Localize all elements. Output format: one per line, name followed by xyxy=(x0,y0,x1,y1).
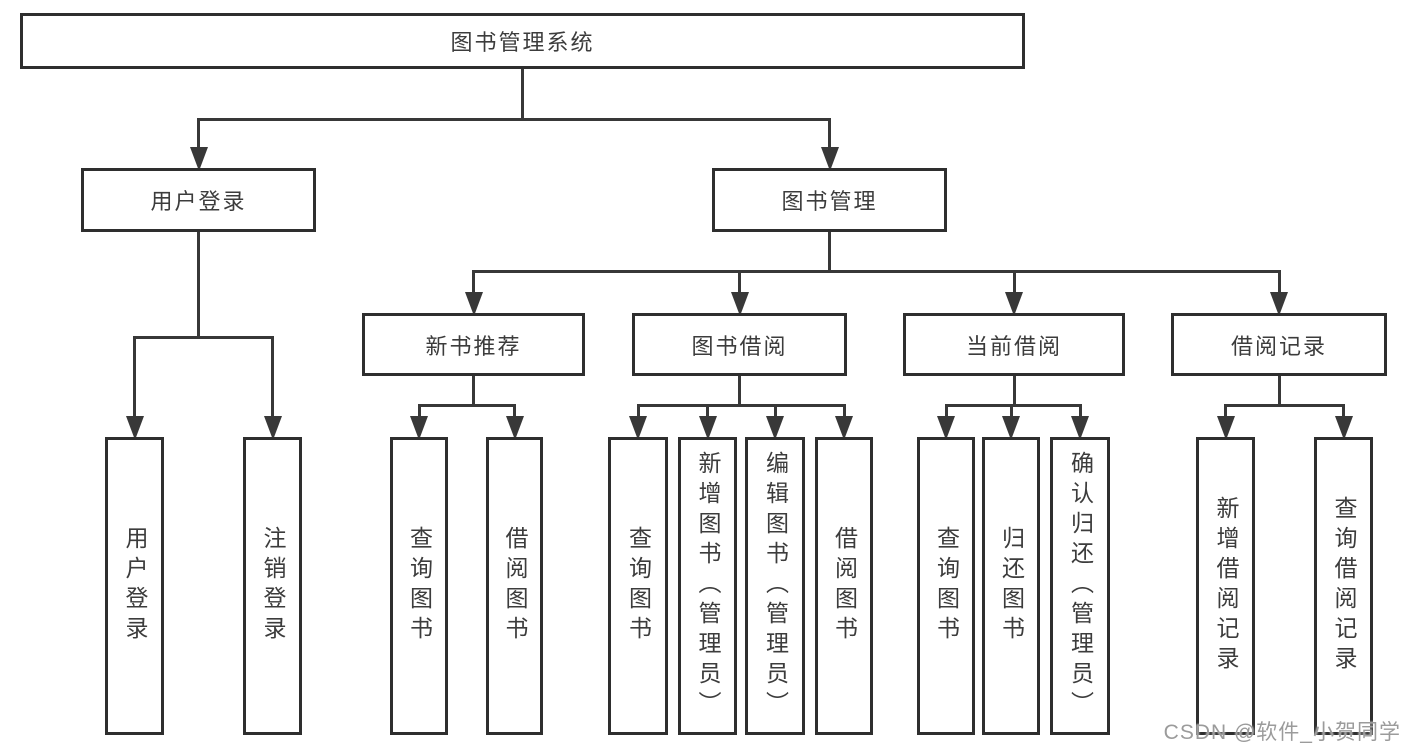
node-label-leaf-query-record: 查询借阅记录 xyxy=(1331,496,1357,676)
connector-line xyxy=(828,232,831,273)
connector-line xyxy=(133,336,274,339)
node-label-new-book-recommend: 新书推荐 xyxy=(425,333,522,359)
connector-line xyxy=(1224,404,1345,407)
node-library-system: 图书管理系统 xyxy=(20,13,1025,69)
arrowhead-down-icon xyxy=(1270,292,1288,316)
connector-line xyxy=(944,404,1082,407)
node-label-leaf-confirm-return: 确认归还（管理员） xyxy=(1067,451,1094,721)
arrowhead-down-icon xyxy=(820,147,839,171)
arrowhead-down-icon xyxy=(1071,416,1089,440)
node-leaf-query-record: 查询借阅记录 xyxy=(1314,437,1373,735)
node-leaf-query-books-c: 查询图书 xyxy=(917,437,975,735)
node-label-leaf-borrow-books-b: 借阅图书 xyxy=(831,526,858,646)
node-label-user-login: 用户登录 xyxy=(150,189,247,214)
node-label-book-borrowing: 图书借阅 xyxy=(691,333,788,359)
arrowhead-down-icon xyxy=(766,416,784,440)
node-label-library-system: 图书管理系统 xyxy=(450,30,595,55)
arrowhead-down-icon xyxy=(263,416,282,440)
connector-line xyxy=(197,118,831,121)
arrowhead-down-icon xyxy=(1334,416,1353,440)
connector-line xyxy=(197,118,200,160)
node-leaf-return-books: 归还图书 xyxy=(982,437,1040,735)
node-new-book-recommend: 新书推荐 xyxy=(362,313,585,376)
connector-line xyxy=(197,232,200,339)
node-leaf-edit-books: 编辑图书（管理员） xyxy=(745,437,805,735)
arrowhead-down-icon xyxy=(730,292,749,316)
arrowhead-down-icon xyxy=(835,416,853,440)
arrowhead-down-icon xyxy=(629,416,647,440)
node-leaf-borrow-books-b: 借阅图书 xyxy=(815,437,873,735)
node-leaf-confirm-return: 确认归还（管理员） xyxy=(1050,437,1110,735)
node-leaf-add-books: 新增图书（管理员） xyxy=(678,437,737,735)
node-current-borrowing: 当前借阅 xyxy=(903,313,1125,376)
node-label-leaf-query-books-c: 查询图书 xyxy=(933,526,960,646)
connector-line xyxy=(521,69,524,121)
node-label-current-borrowing: 当前借阅 xyxy=(965,333,1062,359)
connector-line xyxy=(1012,270,1016,305)
node-borrowing-records: 借阅记录 xyxy=(1171,313,1387,376)
connector-line xyxy=(1277,270,1281,305)
node-leaf-borrow-books-a: 借阅图书 xyxy=(486,437,543,735)
connector-line xyxy=(472,270,475,305)
arrowhead-down-icon xyxy=(189,147,208,171)
arrowhead-down-icon xyxy=(505,416,524,440)
node-label-book-management: 图书管理 xyxy=(781,189,878,214)
connector-line xyxy=(1277,376,1281,407)
arrowhead-down-icon xyxy=(125,416,144,440)
node-label-leaf-return-books: 归还图书 xyxy=(998,526,1025,646)
node-label-leaf-edit-books: 编辑图书（管理员） xyxy=(762,451,789,721)
connector-line xyxy=(472,376,475,407)
node-leaf-query-books-b: 查询图书 xyxy=(608,437,668,735)
node-label-borrowing-records: 借阅记录 xyxy=(1230,333,1327,359)
node-user-login: 用户登录 xyxy=(81,168,316,232)
connector-line xyxy=(828,118,831,160)
watermark: CSDN @软件_小贺同学 xyxy=(1163,721,1401,744)
node-leaf-logout: 注销登录 xyxy=(243,437,302,735)
node-label-leaf-query-books-a: 查询图书 xyxy=(406,526,433,646)
node-label-leaf-query-books-b: 查询图书 xyxy=(625,526,652,646)
arrowhead-down-icon xyxy=(1005,292,1023,316)
node-label-leaf-user-login: 用户登录 xyxy=(122,526,148,646)
node-label-leaf-add-record: 新增借阅记录 xyxy=(1213,496,1239,676)
connector-line xyxy=(271,336,274,429)
arrowhead-down-icon xyxy=(698,416,717,440)
connector-line xyxy=(417,404,516,407)
connector-line xyxy=(472,270,1281,273)
arrowhead-down-icon xyxy=(410,416,428,440)
connector-line xyxy=(738,376,741,407)
arrowhead-down-icon xyxy=(1002,416,1020,440)
connector-line xyxy=(133,336,136,429)
node-label-leaf-logout: 注销登录 xyxy=(260,526,286,646)
node-label-leaf-borrow-books-a: 借阅图书 xyxy=(502,526,528,646)
arrowhead-down-icon xyxy=(1216,416,1235,440)
node-book-management: 图书管理 xyxy=(712,168,947,232)
node-leaf-user-login: 用户登录 xyxy=(105,437,164,735)
connector-line xyxy=(738,270,741,305)
arrowhead-down-icon xyxy=(464,292,483,316)
node-label-leaf-add-books: 新增图书（管理员） xyxy=(695,451,721,721)
node-book-borrowing: 图书借阅 xyxy=(632,313,847,376)
arrowhead-down-icon xyxy=(937,416,955,440)
connector-line xyxy=(636,404,846,407)
connector-line xyxy=(1012,376,1016,407)
node-leaf-query-books-a: 查询图书 xyxy=(390,437,448,735)
node-leaf-add-record: 新增借阅记录 xyxy=(1196,437,1255,735)
